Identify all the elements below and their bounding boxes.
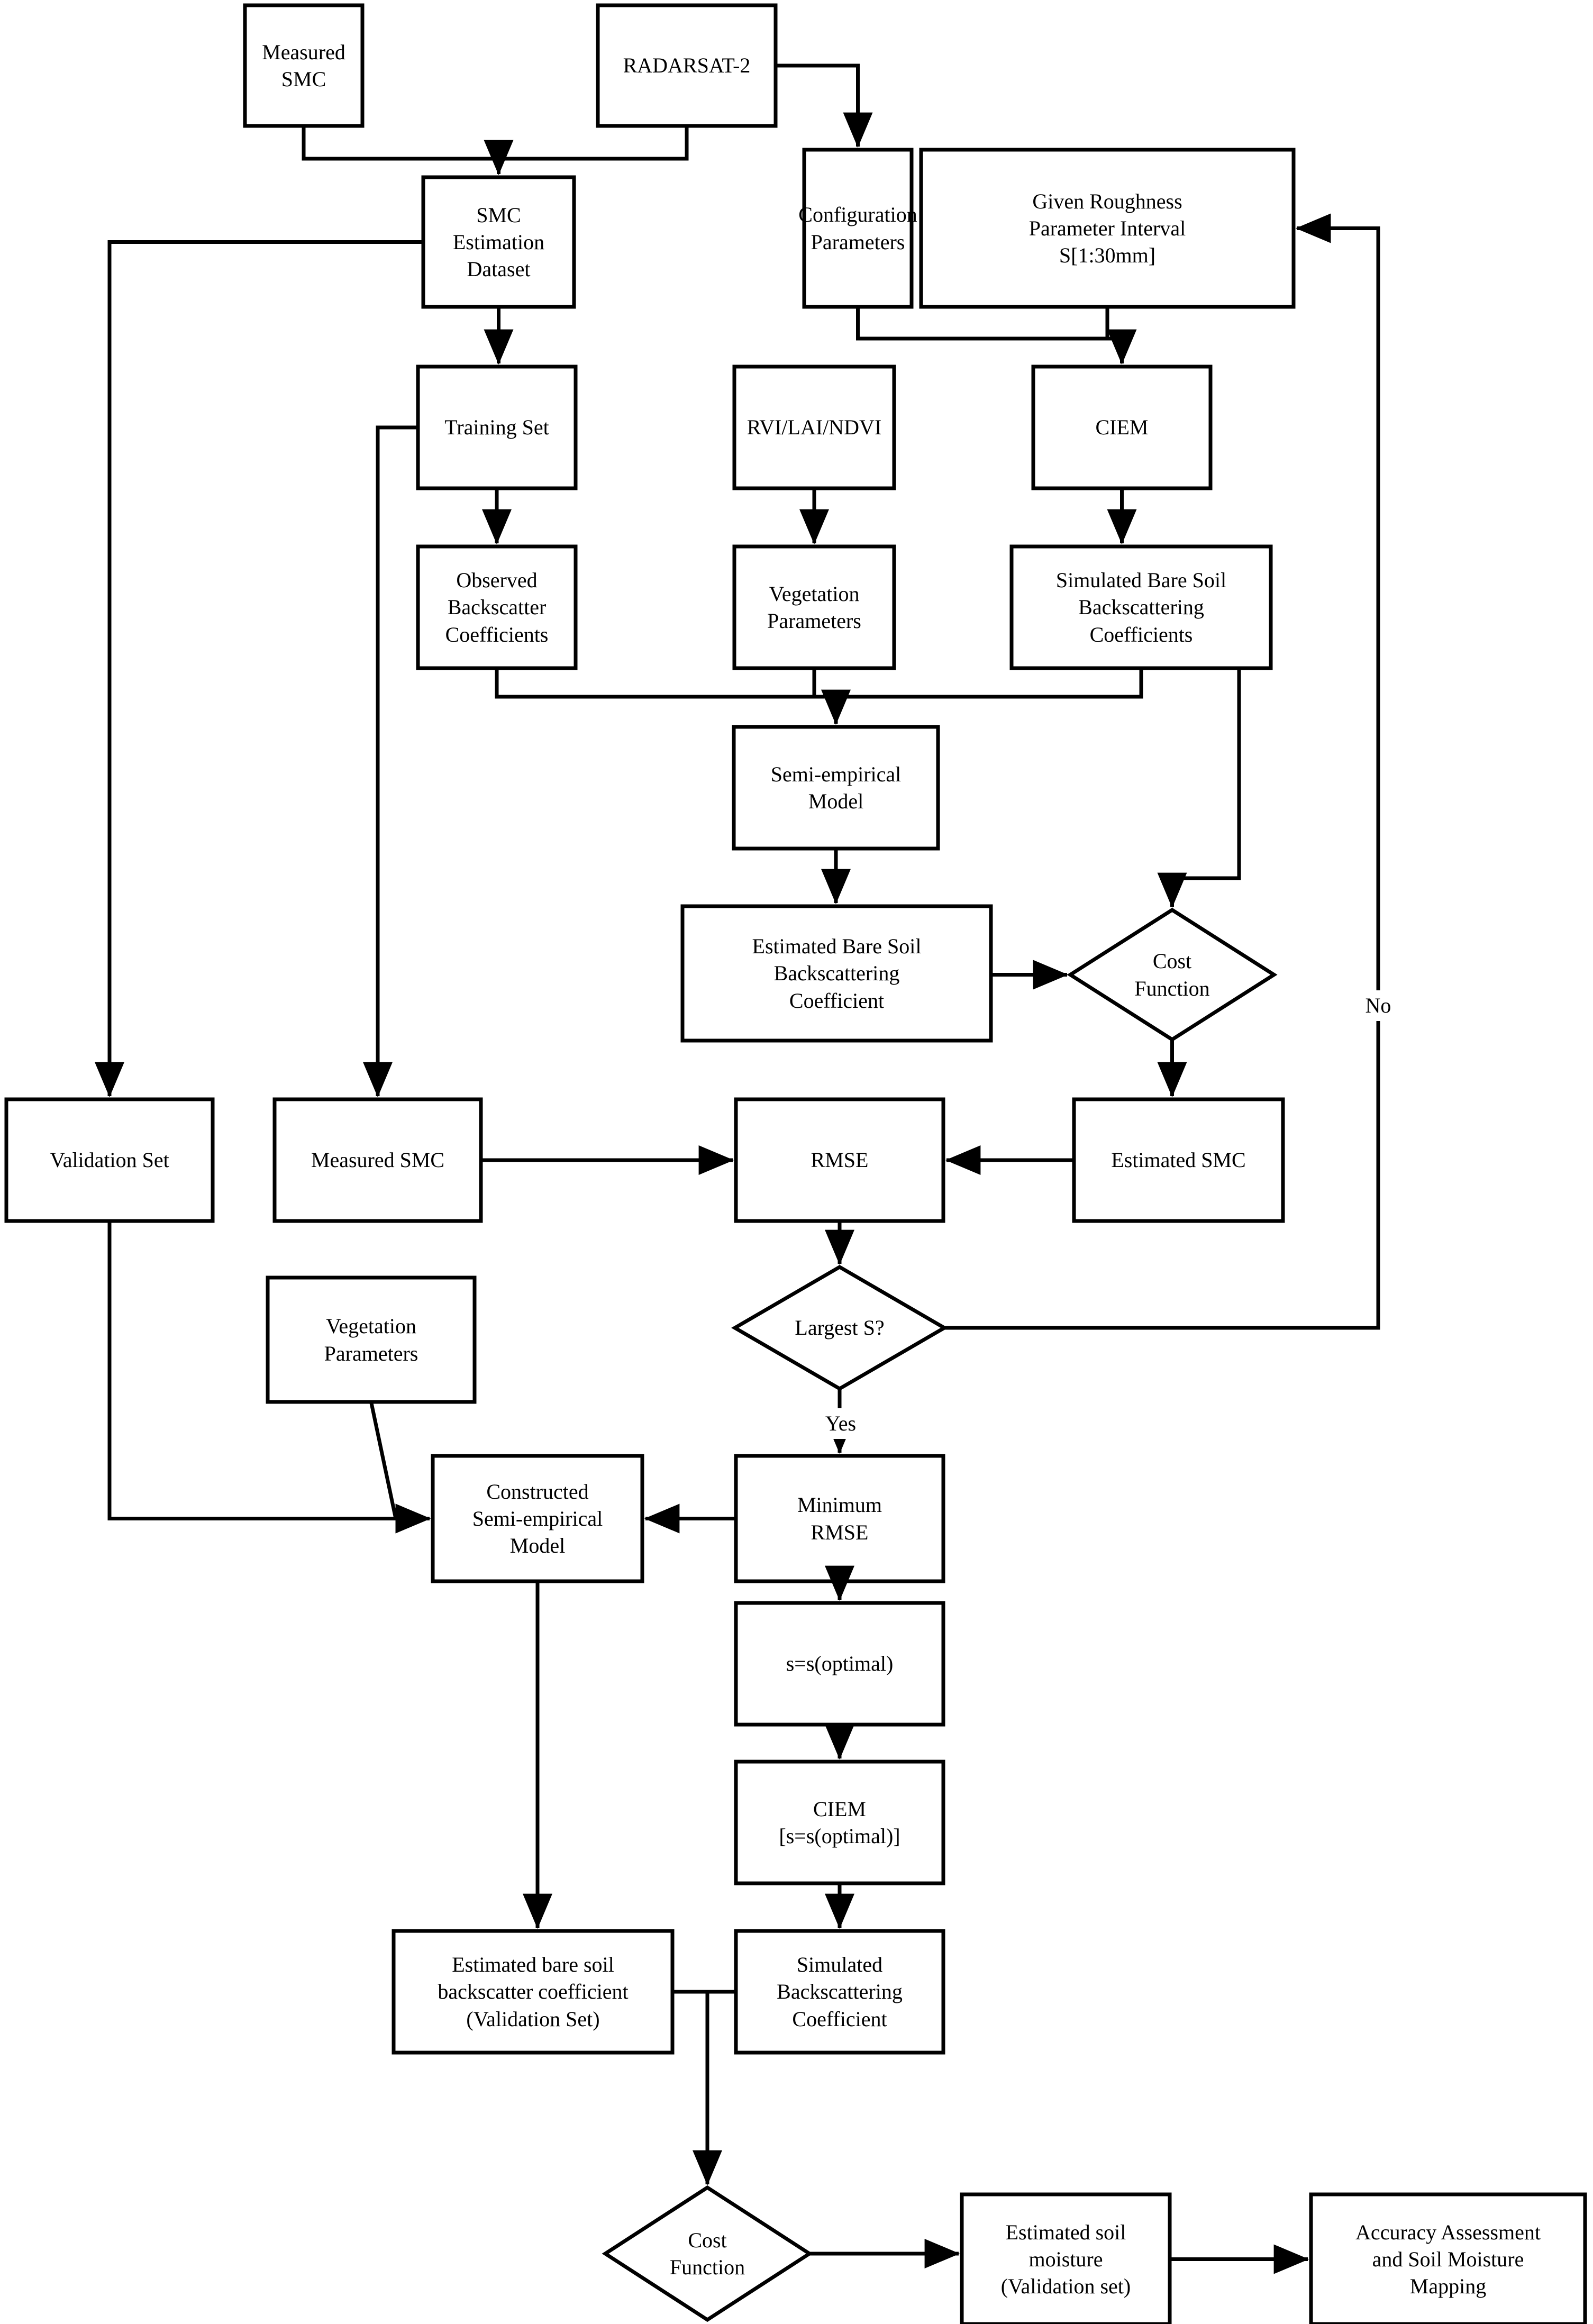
node-shape-simulated-bare-soil: [1009, 544, 1273, 670]
node-shape-vegetation-parameters-1: [732, 544, 896, 670]
node-estimated-smc[interactable]: [1074, 1099, 1283, 1221]
node-ciem-s-optimal[interactable]: [736, 1762, 943, 1883]
node-given-roughness[interactable]: [921, 150, 1294, 307]
node-vegetation-parameters-2[interactable]: [268, 1278, 475, 1402]
connector: [498, 126, 689, 161]
node-minimum-rmse[interactable]: [736, 1456, 943, 1581]
node-measured-smc-top[interactable]: [245, 5, 362, 126]
node-s-optimal[interactable]: [736, 1603, 943, 1725]
connector: [672, 1990, 722, 2186]
node-shape-simulated-backscattering: [734, 1929, 945, 2055]
node-shape-rmse: [734, 1097, 945, 1223]
node-ciem[interactable]: [1033, 367, 1210, 488]
node-simulated-backscattering[interactable]: [736, 1931, 943, 2053]
node-validation-set[interactable]: [6, 1099, 213, 1221]
node-estimated-bare-soil-val[interactable]: [394, 1931, 672, 2053]
connector: [363, 425, 418, 1098]
node-shape-measured-smc-top: [243, 3, 365, 128]
node-shape-cost-function-2: [602, 2185, 813, 2322]
node-estimated-soil-moisture[interactable]: [962, 2194, 1170, 2324]
node-accuracy-assessment[interactable]: [1311, 2194, 1585, 2324]
node-simulated-bare-soil[interactable]: [1012, 546, 1271, 668]
connector: [95, 240, 423, 1098]
node-rvi-lai-ndvi[interactable]: [734, 367, 894, 488]
node-largest-s[interactable]: [735, 1267, 944, 1389]
node-shape-vegetation-parameters-2: [266, 1275, 477, 1404]
node-shape-estimated-soil-moisture: [960, 2192, 1172, 2324]
node-shape-radarsat-2: [596, 3, 778, 128]
node-shape-estimated-bare-soil-bsc: [680, 904, 993, 1043]
edge-label-no: No: [1354, 990, 1402, 1021]
node-cost-function-1[interactable]: [1070, 910, 1274, 1040]
node-shape-semi-empirical-model: [732, 725, 940, 851]
connector: [369, 1401, 431, 1534]
connector: [856, 307, 1137, 365]
node-shape-measured-smc-2: [272, 1097, 483, 1223]
node-shape-estimated-bare-soil-val: [392, 1929, 675, 2055]
node-shape-ciem: [1031, 364, 1213, 490]
node-radarsat-2[interactable]: [598, 5, 776, 126]
node-vegetation-parameters-1[interactable]: [734, 546, 894, 668]
node-rmse[interactable]: [736, 1099, 943, 1221]
node-estimated-bare-soil-bsc[interactable]: [682, 906, 991, 1041]
node-observed-backscatter[interactable]: [418, 546, 576, 668]
connector: [107, 1221, 431, 1534]
node-semi-empirical-model[interactable]: [734, 727, 938, 849]
node-shape-estimated-smc: [1072, 1097, 1285, 1223]
edge-label-yes: Yes: [812, 1408, 870, 1439]
node-configuration-parameters[interactable]: [804, 150, 912, 307]
node-measured-smc-2[interactable]: [275, 1099, 481, 1221]
connector: [302, 126, 514, 176]
connector: [776, 63, 873, 148]
connector: [836, 668, 1143, 699]
connector: [1157, 668, 1241, 908]
node-constructed-semi-model[interactable]: [433, 1456, 642, 1581]
node-training-set[interactable]: [418, 367, 576, 488]
connector: [1105, 307, 1122, 341]
node-shape-validation-set: [4, 1097, 215, 1223]
node-cost-function-2[interactable]: [605, 2188, 809, 2320]
connector: [944, 213, 1380, 1330]
node-shape-configuration-parameters: [802, 148, 914, 309]
node-smc-estimation-dataset[interactable]: [423, 177, 574, 307]
connector: [495, 668, 851, 725]
node-shape-accuracy-assessment: [1309, 2192, 1587, 2324]
